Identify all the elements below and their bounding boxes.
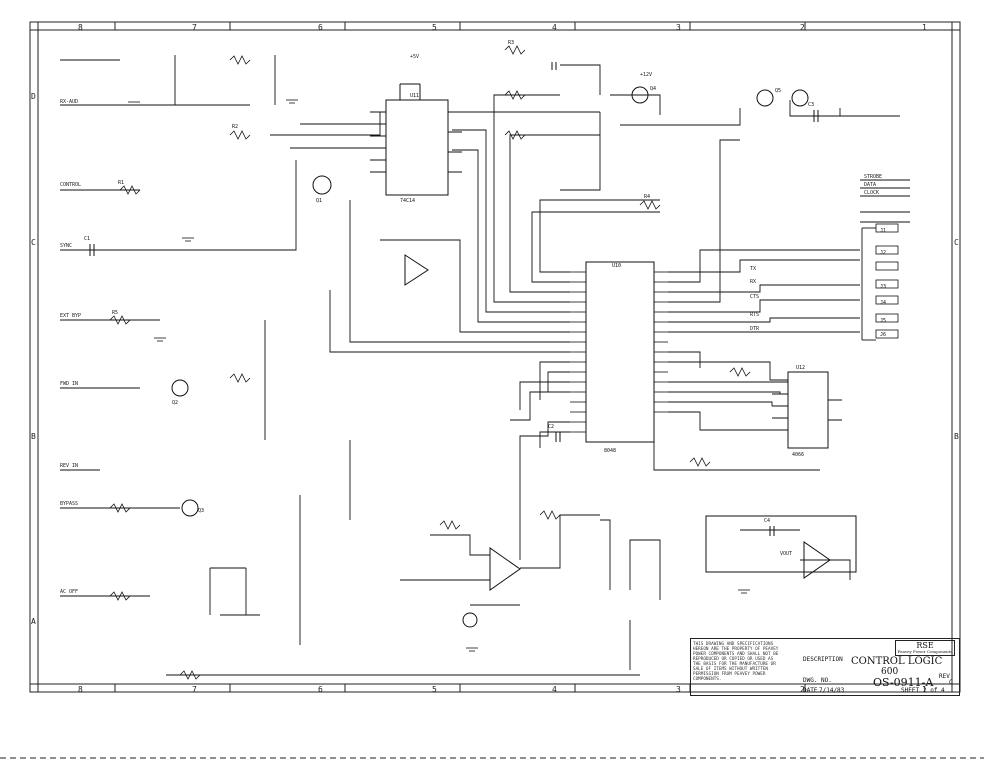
frame-col-top-3: 3 [676,23,681,32]
ic-u11-ref: U11 [410,93,419,99]
net-vcc-mid: +12V [640,72,652,78]
net-strobe: STROBE [864,174,882,180]
ic-u10-type: 8048 [604,448,616,454]
frame-col-top-1: 1 [922,23,927,32]
dwg-label: DWG. NO. [803,677,832,684]
logo-subtext: Peavey Power Components [897,649,953,654]
ref-r4: R4 [644,194,650,200]
ic-u11 [370,83,462,196]
net-vcc-top: +5V [410,54,419,60]
frame-row-a: A [31,617,36,626]
frame-row-right-b: B [954,432,959,441]
net-vout: VOUT [780,551,792,557]
ref-q3: Q3 [198,508,204,514]
ref-q1: Q1 [316,198,322,204]
company-logo: RSE Peavey Power Components [895,640,955,656]
net-rx: RX [750,279,756,285]
net-clock: CLOCK [864,190,879,196]
ref-r1: R1 [118,180,124,186]
transistors [171,86,809,628]
net-dtr: DTR [750,326,760,332]
net-rts: RTS [750,312,759,318]
ic-u10-ref: U10 [612,263,621,269]
ic-u10 [570,261,668,443]
logo-text: RSE [916,641,934,650]
ref-c2: C2 [548,424,554,430]
resistors [109,45,751,680]
ref-j4: J4 [880,300,886,306]
frame-col-bottom-1: 1 [922,685,927,694]
date-label: DATE [803,687,818,694]
ref-c4: C4 [764,518,770,524]
net-bypass: BYPASS [60,501,78,507]
frame-row-d: D [31,92,36,101]
ref-q4: Q4 [650,86,656,92]
frame-col-top-6: 6 [318,23,323,32]
frame-col-top-7: 7 [192,23,197,32]
ref-r5: R5 [112,310,118,316]
frame-col-bottom-8: 8 [78,685,83,694]
ref-q5: Q5 [775,88,781,94]
dashed-subcircuit [705,515,857,573]
net-fwd-in: FWD IN [60,381,78,387]
drawing-number: OS-0911-A [873,676,934,689]
ref-r3: R3 [508,40,514,46]
ref-j2: J2 [880,250,886,256]
frame-col-bottom-4: 4 [552,685,557,694]
net-control: CONTROL [60,182,81,188]
ref-r2: R2 [232,124,238,130]
frame-col-top-2: 2 [800,23,805,32]
frame-col-bottom-6: 6 [318,685,323,694]
frame-col-top-4: 4 [552,23,557,32]
description-label: DESCRIPTION [803,656,843,663]
ic-u12-ref: U12 [796,365,805,371]
date-value: 7/14/83 [819,687,845,694]
net-cts: CTS [750,294,759,300]
proprietary-note: THIS DRAWING AND SPECIFICATIONS HEREON A… [693,642,779,682]
net-data: DATA [864,182,876,188]
net-ac-off: AC OFF [60,589,78,595]
ref-c3: C3 [808,102,814,108]
net-sync: SYNC [60,243,72,249]
ic-u12-type: 4066 [792,452,804,458]
ic-u11-type: 74C14 [400,198,415,204]
sheet-label: SHEET [901,687,920,694]
opamps [404,254,831,591]
frame-col-bottom-3: 3 [676,685,681,694]
ref-j1: J1 [880,228,886,234]
net-rev-in: REV IN [60,463,78,469]
ref-q2: Q2 [172,400,178,406]
ref-j5: J5 [880,318,886,324]
drawing-title: CONTROL LOGIC [851,656,943,667]
connector-boxes [875,223,899,339]
frame-col-bottom-5: 5 [432,685,437,694]
ref-j6: J6 [880,332,886,338]
frame-col-top-8: 8 [78,23,83,32]
ref-j3: J3 [880,284,886,290]
sheet-border [0,21,984,759]
drawing-model: 600 [881,667,899,677]
frame-row-right-c: C [954,238,959,247]
ground-symbols [128,99,750,652]
net-ext-bypass: EXT BYP [60,313,81,319]
rev-value: C [949,679,953,686]
rev-label: REV [939,673,950,680]
frame-col-bottom-2: 2 [800,685,805,694]
capacitors [89,62,819,536]
wiring [60,55,910,676]
title-block: RSE Peavey Power Components DESCRIPTION … [690,638,960,696]
frame-col-top-5: 5 [432,23,437,32]
net-tx: TX [750,266,756,272]
frame-row-b: B [31,432,36,441]
ic-u12 [772,371,842,449]
ref-c1: C1 [84,236,90,242]
sheet-value: 2 of 4 [923,687,945,694]
net-rx-left: RX-AUD [60,99,78,105]
frame-col-bottom-7: 7 [192,685,197,694]
frame-row-c: C [31,238,36,247]
